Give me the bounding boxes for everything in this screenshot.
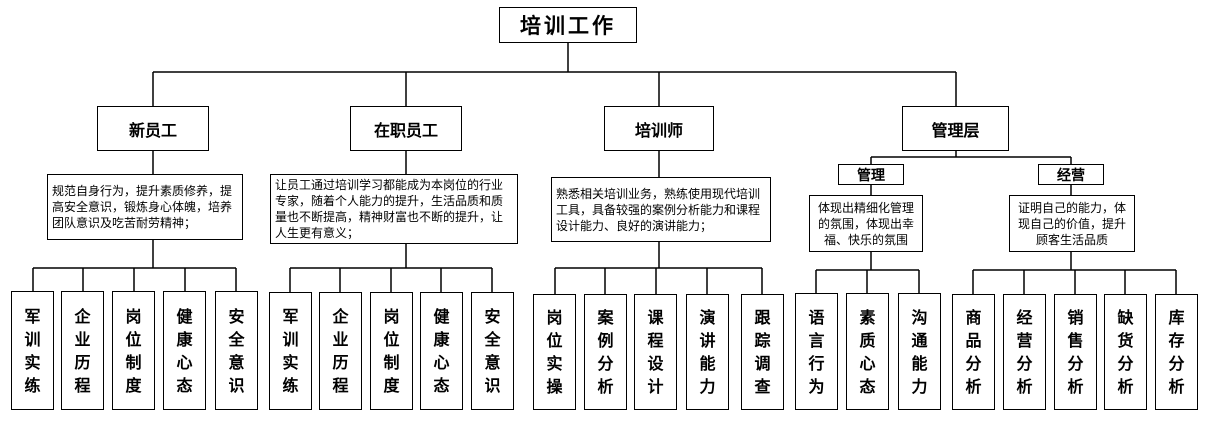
description-operation: 证明自己的能力，体现自己的价值，提升顾客生活品质 <box>1009 195 1135 252</box>
leaf-trainer-3: 课程设计 <box>634 294 677 410</box>
description-new-employee: 规范自身行为，提升素质修养，提高安全意识，锻炼身心体魄，培养团队意识及吃苦耐劳精… <box>47 174 243 240</box>
category-management-layer: 管理层 <box>902 106 1009 151</box>
subcategory-management: 管理 <box>838 164 904 185</box>
leaf-management-1: 语言行为 <box>795 293 838 410</box>
leaf-current-employee-4: 健康心态 <box>420 292 463 410</box>
description-management: 体现出精细化管理的氛围，体现出幸福、快乐的氛围 <box>809 195 923 252</box>
leaf-operation-2: 经营分析 <box>1003 294 1046 410</box>
leaf-new-employee-3: 岗位制度 <box>112 291 155 410</box>
leaf-operation-3: 销售分析 <box>1054 294 1097 410</box>
root-node: 培训工作 <box>499 7 637 43</box>
category-new-employee: 新员工 <box>97 106 209 151</box>
leaf-trainer-1: 岗位实操 <box>533 294 576 410</box>
description-trainer: 熟悉相关培训业务，熟练使用现代培训工具，具备较强的案例分析能力和课程设计能力、良… <box>551 177 771 242</box>
leaf-trainer-5: 跟踪调查 <box>741 294 784 410</box>
category-current-employee: 在职员工 <box>350 106 462 151</box>
leaf-trainer-2: 案例分析 <box>584 294 627 410</box>
leaf-trainer-4: 演讲能力 <box>686 294 729 410</box>
category-trainer: 培训师 <box>604 106 714 151</box>
leaf-new-employee-2: 企业历程 <box>61 291 104 410</box>
leaf-current-employee-5: 安全意识 <box>471 292 514 410</box>
leaf-new-employee-4: 健康心态 <box>163 291 206 410</box>
leaf-current-employee-3: 岗位制度 <box>370 292 413 410</box>
leaf-management-2: 素质心态 <box>846 293 889 410</box>
leaf-operation-5: 库存分析 <box>1155 294 1198 410</box>
subcategory-operation: 经营 <box>1038 164 1104 185</box>
leaf-new-employee-1: 军训实练 <box>11 291 54 410</box>
leaf-current-employee-1: 军训实练 <box>269 292 312 410</box>
leaf-operation-1: 商品分析 <box>952 294 995 410</box>
leaf-new-employee-5: 安全意识 <box>215 291 258 410</box>
leaf-operation-4: 缺货分析 <box>1104 294 1147 410</box>
leaf-management-3: 沟通能力 <box>898 293 941 410</box>
description-current-employee: 让员工通过培训学习都能成为本岗位的行业专家，随着个人能力的提升，生活品质和质量也… <box>270 174 518 244</box>
leaf-current-employee-2: 企业历程 <box>319 292 362 410</box>
